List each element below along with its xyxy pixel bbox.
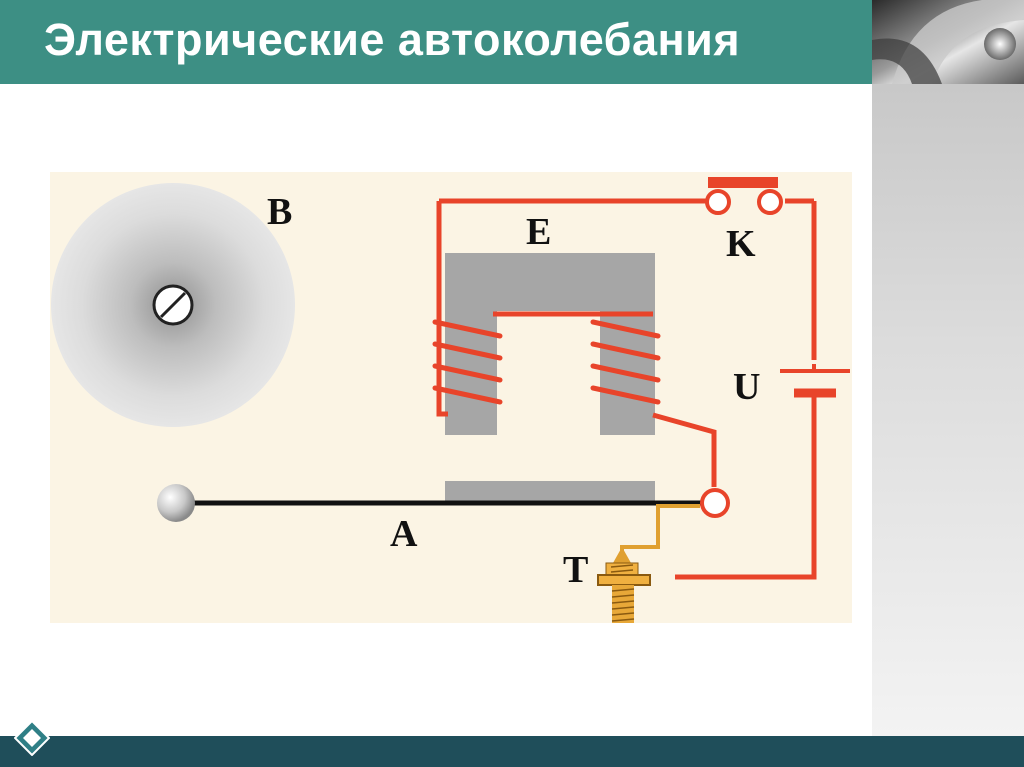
slide-title: Электрические автоколебания <box>44 14 741 65</box>
right-coil <box>590 319 661 405</box>
label-source: U <box>733 366 760 408</box>
side-panel <box>872 84 1024 736</box>
label-armature: A <box>390 513 418 555</box>
left-coil <box>432 319 503 405</box>
battery <box>780 364 850 398</box>
label-electromagnet: E <box>526 211 551 253</box>
bell-dome <box>51 183 295 427</box>
bell-circuit-diagram: B E K U A T <box>50 172 852 623</box>
label-contact-screw: T <box>563 549 588 591</box>
header-decoration-image <box>872 0 1024 84</box>
label-bell: B <box>267 191 292 233</box>
contact-screw <box>597 504 700 623</box>
footer-bar <box>0 736 1024 767</box>
diamond-icon <box>13 719 51 757</box>
title-bar: Электрические автоколебания <box>0 0 872 84</box>
armature-pivot <box>700 488 730 518</box>
circuit-wires <box>436 198 817 580</box>
label-key: K <box>726 223 756 265</box>
switch-key <box>705 177 783 215</box>
armature-plate <box>445 481 655 501</box>
hammer-ball <box>157 484 195 522</box>
